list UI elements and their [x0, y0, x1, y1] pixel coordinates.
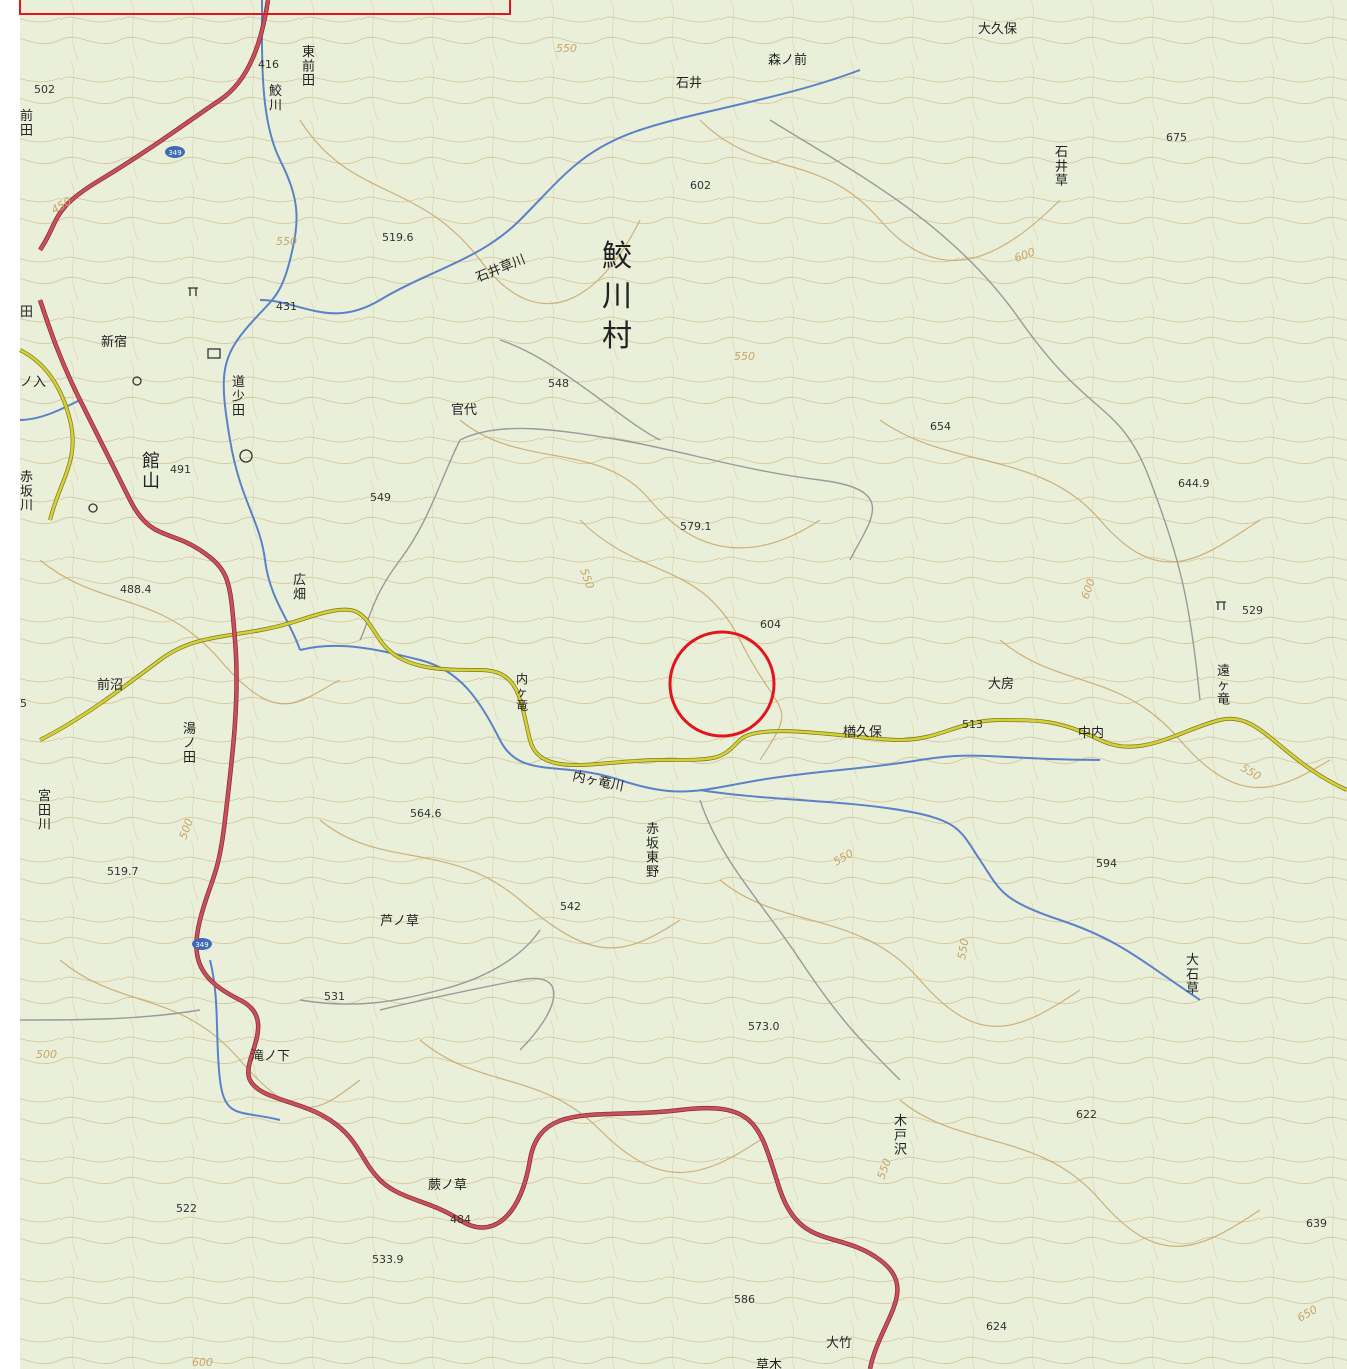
- elevation-point: 644.9: [1178, 477, 1210, 490]
- prefectural-road: [19, 348, 1347, 792]
- contour-label: 500: [36, 1048, 57, 1061]
- highlight-circle: [668, 630, 776, 738]
- place-label: 新宿: [101, 334, 127, 350]
- map-symbols: [88, 287, 1226, 610]
- ishiisogawa-river: [259, 69, 861, 315]
- place-label-vertical: 湯ノ田: [183, 722, 196, 766]
- place-label-vertical: 内ヶ竜: [516, 672, 528, 712]
- contour-label: 600: [192, 1356, 213, 1369]
- left-margin-strip: [0, 0, 20, 1369]
- rivers: [19, 0, 1201, 1121]
- elevation-point: 484: [450, 1213, 471, 1226]
- elevation-points: 502 416 675 602 519.6 431 548 654 491 54…: [20, 58, 1327, 1333]
- route-shield-north: 349: [165, 146, 185, 158]
- shrine-icon: [188, 287, 198, 296]
- elevation-point: 519.6: [382, 231, 414, 244]
- elevation-point: 488.4: [120, 583, 152, 596]
- elevation-point: 548: [548, 377, 569, 390]
- elevation-point: 579.1: [680, 520, 712, 533]
- elevation-point: 416: [258, 58, 279, 71]
- place-label-vertical: 東前田: [302, 44, 315, 89]
- place-label-vertical: 館山: [142, 451, 160, 492]
- place-label: 楢久保: [843, 725, 882, 740]
- route-shield-label: 349: [195, 941, 208, 949]
- place-label: 大竹: [826, 1336, 852, 1351]
- elevation-point: 542: [560, 900, 581, 913]
- place-label-vertical: 石井草: [1055, 145, 1068, 189]
- town-office-icon: [239, 449, 253, 463]
- place-label: 中内: [1078, 725, 1104, 741]
- elevation-point: 519.7: [107, 865, 139, 878]
- route-shield-label: 349: [168, 149, 181, 157]
- elevation-point: 564.6: [410, 807, 442, 820]
- elevation-point: 513: [962, 718, 983, 731]
- elevation-point: 654: [930, 420, 951, 433]
- place-label: 田: [20, 305, 33, 320]
- elevation-point: 675: [1166, 131, 1187, 144]
- elevation-point: 5: [20, 697, 27, 710]
- place-label-vertical: 大石草: [1186, 953, 1199, 997]
- river-label-samegawa: 鮫川: [269, 84, 282, 113]
- elevation-point: 594: [1096, 857, 1117, 870]
- shrine-icon: [1216, 601, 1226, 610]
- factory-icon: [88, 503, 98, 513]
- river-label-miyatagawa: 宮田川: [38, 788, 51, 833]
- post-office-icon: [132, 376, 142, 386]
- river-label-akasakagawa: 赤坂川: [20, 470, 33, 514]
- elevation-point: 622: [1076, 1108, 1097, 1121]
- place-label-vertical: 道少田: [232, 375, 245, 419]
- samegawa-river: [222, 0, 301, 651]
- elevation-point: 624: [986, 1320, 1007, 1333]
- library-icon: [207, 348, 221, 359]
- place-label: 滝ノ下: [251, 1049, 290, 1064]
- uchigaryu-river: [299, 644, 1101, 793]
- elevation-point: 586: [734, 1293, 755, 1306]
- place-label: 石井: [676, 76, 702, 91]
- place-label: 大房: [988, 676, 1014, 692]
- place-label: 芦ノ草: [380, 914, 419, 929]
- village-name-char: 村: [602, 319, 632, 354]
- village-name-char: 川: [602, 279, 632, 314]
- vertical-place-labels: 東前田 前田 石井草 道少田 館山 広畑 湯ノ田 内ヶ竜 遠ヶ竜 赤坂東野 大石…: [20, 44, 1230, 1158]
- contour-lines: [39, 119, 1331, 1247]
- place-labels: 大久保 森ノ前 石井 新宿 官代 前沼 楢久保 大房 中内 芦ノ草 滝ノ下 蕨ノ…: [20, 22, 1104, 1369]
- elevation-point: 522: [176, 1202, 197, 1215]
- elevation-point: 573.0: [748, 1020, 780, 1033]
- village-name-char: 鮫: [602, 239, 632, 274]
- national-highway-349: [37, 0, 900, 1369]
- place-label-vertical: 木戸沢: [894, 1114, 907, 1158]
- elevation-point: 431: [276, 300, 297, 313]
- elevation-point: 531: [324, 990, 345, 1003]
- elevation-point: 639: [1306, 1217, 1327, 1230]
- place-label: 蕨ノ草: [428, 1178, 467, 1193]
- contour-label: 550: [955, 938, 971, 961]
- elevation-point: 533.9: [372, 1253, 404, 1266]
- place-label: 草木: [756, 1358, 782, 1369]
- elevation-point: 604: [760, 618, 781, 631]
- place-label-vertical: 赤坂東野: [646, 822, 659, 880]
- elevation-point: 502: [34, 83, 55, 96]
- place-label: 森ノ前: [768, 52, 807, 68]
- village-name: 鮫 川 村: [602, 239, 632, 354]
- place-label: 官代: [451, 402, 477, 418]
- elevation-point: 549: [370, 491, 391, 504]
- place-label-vertical: 前田: [20, 108, 33, 138]
- contour-label: 550: [276, 235, 297, 248]
- annotation-box-outline: [19, 0, 511, 15]
- contour-label: 550: [734, 350, 755, 363]
- place-label: 大久保: [978, 22, 1017, 37]
- place-label: 前沼: [97, 677, 123, 693]
- elevation-point: 491: [170, 463, 191, 476]
- place-label-vertical: 広畑: [293, 573, 306, 602]
- route-shield-south: 349: [192, 938, 212, 950]
- place-label-vertical: 遠ヶ竜: [1217, 664, 1230, 708]
- contour-label: 550: [556, 42, 577, 55]
- place-label: ノ入: [20, 375, 46, 390]
- elevation-point: 602: [690, 179, 711, 192]
- elevation-point: 529: [1242, 604, 1263, 617]
